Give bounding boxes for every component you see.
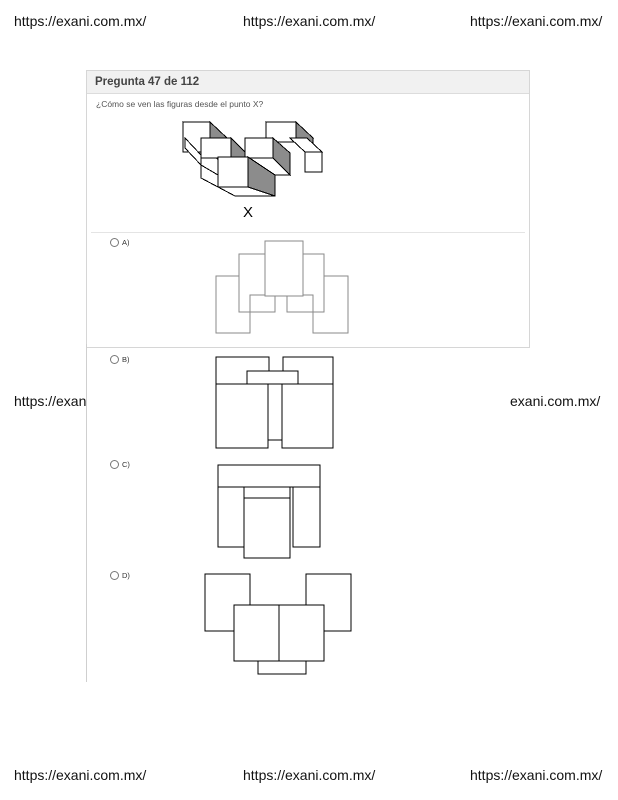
option-a[interactable]: A) xyxy=(110,238,130,247)
option-b-label: B) xyxy=(122,355,130,364)
watermark-bottom-center: https://exani.com.mx/ xyxy=(243,767,376,783)
option-a-radio[interactable] xyxy=(110,238,119,247)
option-b-radio[interactable] xyxy=(110,355,119,364)
watermark-bottom-left: https://exani.com.mx/ xyxy=(14,767,147,783)
option-c-label: C) xyxy=(122,460,130,469)
question-header: Pregunta 47 de 112 xyxy=(87,71,529,94)
watermark-bottom-right: https://exani.com.mx/ xyxy=(470,767,603,783)
card-left-border-upper xyxy=(86,230,87,344)
viewpoint-label: X xyxy=(243,204,254,221)
option-a-label: A) xyxy=(122,238,130,247)
watermark-middle-left: https://exan xyxy=(14,393,87,409)
watermark-top-right: https://exani.com.mx/ xyxy=(470,13,603,29)
option-c[interactable]: C) xyxy=(110,460,130,469)
question-text: ¿Cómo se ven las figuras desde el punto … xyxy=(96,99,264,109)
option-d-label: D) xyxy=(122,571,130,580)
option-d-radio[interactable] xyxy=(110,571,119,580)
watermark-middle-right: exani.com.mx/ xyxy=(510,393,601,409)
option-b[interactable]: B) xyxy=(110,355,130,364)
watermark-top-left: https://exani.com.mx/ xyxy=(14,13,147,29)
watermark-top-center: https://exani.com.mx/ xyxy=(243,13,376,29)
option-d[interactable]: D) xyxy=(110,571,130,580)
option-c-radio[interactable] xyxy=(110,460,119,469)
card-left-border xyxy=(86,344,87,682)
divider xyxy=(91,232,525,233)
